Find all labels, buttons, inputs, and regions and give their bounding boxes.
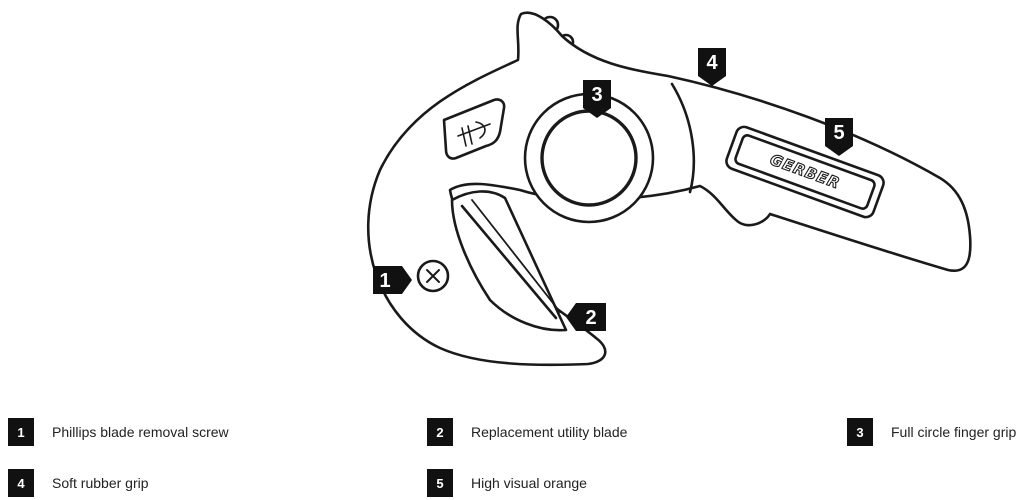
tool-diagram: GERBER 1 2 3 4 5: [366, 11, 972, 367]
callout-number: 4: [706, 52, 718, 74]
legend-number-badge: 3: [847, 418, 873, 446]
callout-marker-4: 4: [698, 48, 726, 86]
utility-blade: [460, 204, 558, 320]
legend-label: High visual orange: [471, 475, 587, 491]
brand-badge-icon: [442, 98, 506, 160]
legend-number-badge: 2: [427, 418, 453, 446]
gerber-logo-icon: [457, 121, 491, 147]
callout-marker-5: 5: [825, 118, 853, 156]
callout-marker-3: 3: [583, 80, 611, 118]
legend-label: Replacement utility blade: [471, 424, 628, 440]
brand-plate: [725, 125, 885, 219]
legend-number-badge: 5: [427, 469, 453, 497]
legend-number-badge: 4: [8, 469, 34, 497]
legend-label: Soft rubber grip: [52, 475, 149, 491]
callout-number: 5: [833, 122, 844, 144]
callout-marker-2: 2: [566, 303, 606, 331]
legend-number-badge: 1: [8, 418, 34, 446]
callout-marker-1: 1: [373, 266, 412, 294]
legend-item-2: 2 Replacement utility blade: [427, 417, 627, 447]
utility-blade-edge: [471, 199, 561, 313]
callout-number: 3: [591, 84, 602, 106]
finger-grip-hole: [540, 109, 638, 207]
callout-number: 1: [379, 270, 390, 292]
legend-item-4: 4 Soft rubber grip: [8, 468, 149, 498]
phillips-screw-icon: [416, 259, 450, 293]
legend-label: Full circle finger grip: [891, 424, 1017, 440]
grip-seam: [670, 82, 696, 194]
legend-item-1: 1 Phillips blade removal screw: [8, 417, 229, 447]
legend-item-3: 3 Full circle finger grip: [847, 417, 1016, 447]
legend-item-5: 5 High visual orange: [427, 468, 587, 498]
legend-label: Phillips blade removal screw: [52, 424, 229, 440]
callout-number: 2: [585, 307, 596, 329]
